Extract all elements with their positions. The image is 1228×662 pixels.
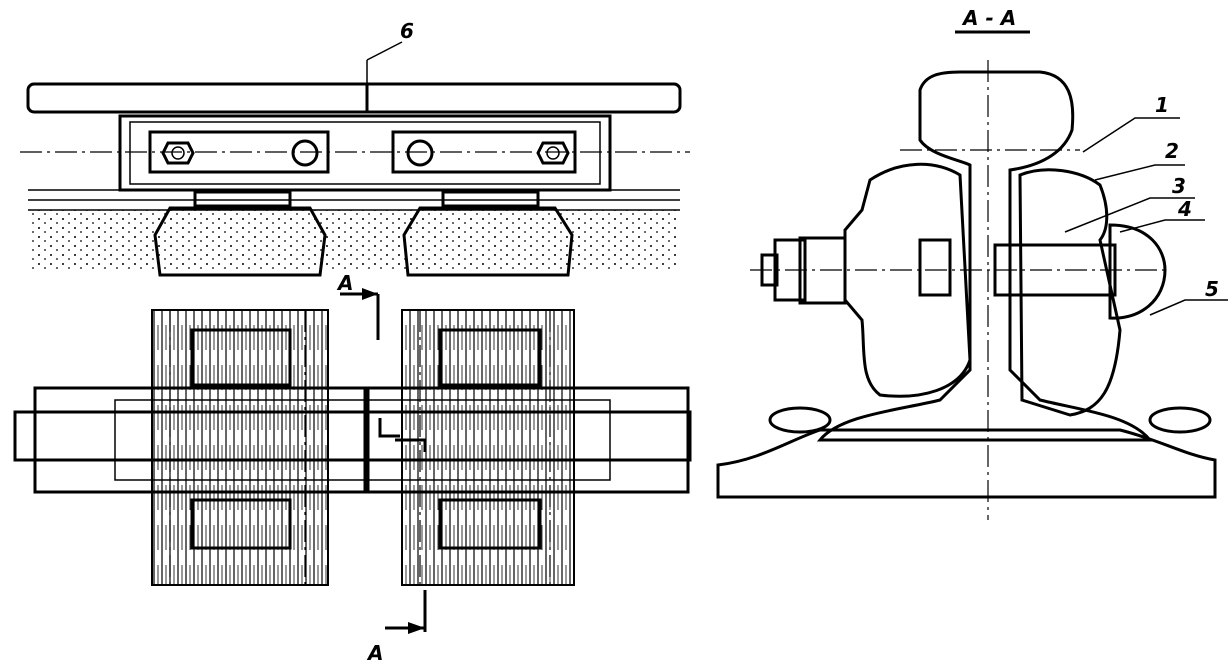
cut-marker-top: А (336, 271, 353, 295)
bolt-icon (161, 141, 195, 165)
callout-leaders (1064, 117, 1228, 316)
section-a-a: А - А 1 2 3 4 5 (716, 6, 1228, 520)
callout-6: 6 (400, 19, 414, 43)
callout-5: 5 (1205, 277, 1219, 301)
section-title: А - А (961, 6, 1016, 30)
callout-4: 4 (1177, 197, 1192, 221)
bolt-hole-icon (291, 139, 319, 167)
elevation-view: 6 (20, 19, 690, 277)
callout-1: 1 (1155, 93, 1169, 117)
callout-3: 3 (1172, 174, 1186, 198)
sleeper-section (153, 206, 574, 277)
bolt-hole-icon (406, 139, 434, 167)
cut-marker-bottom: А (366, 641, 383, 662)
plan-view: А А (13, 271, 692, 662)
callout-2: 2 (1165, 139, 1179, 163)
bolt-icon (536, 141, 570, 165)
